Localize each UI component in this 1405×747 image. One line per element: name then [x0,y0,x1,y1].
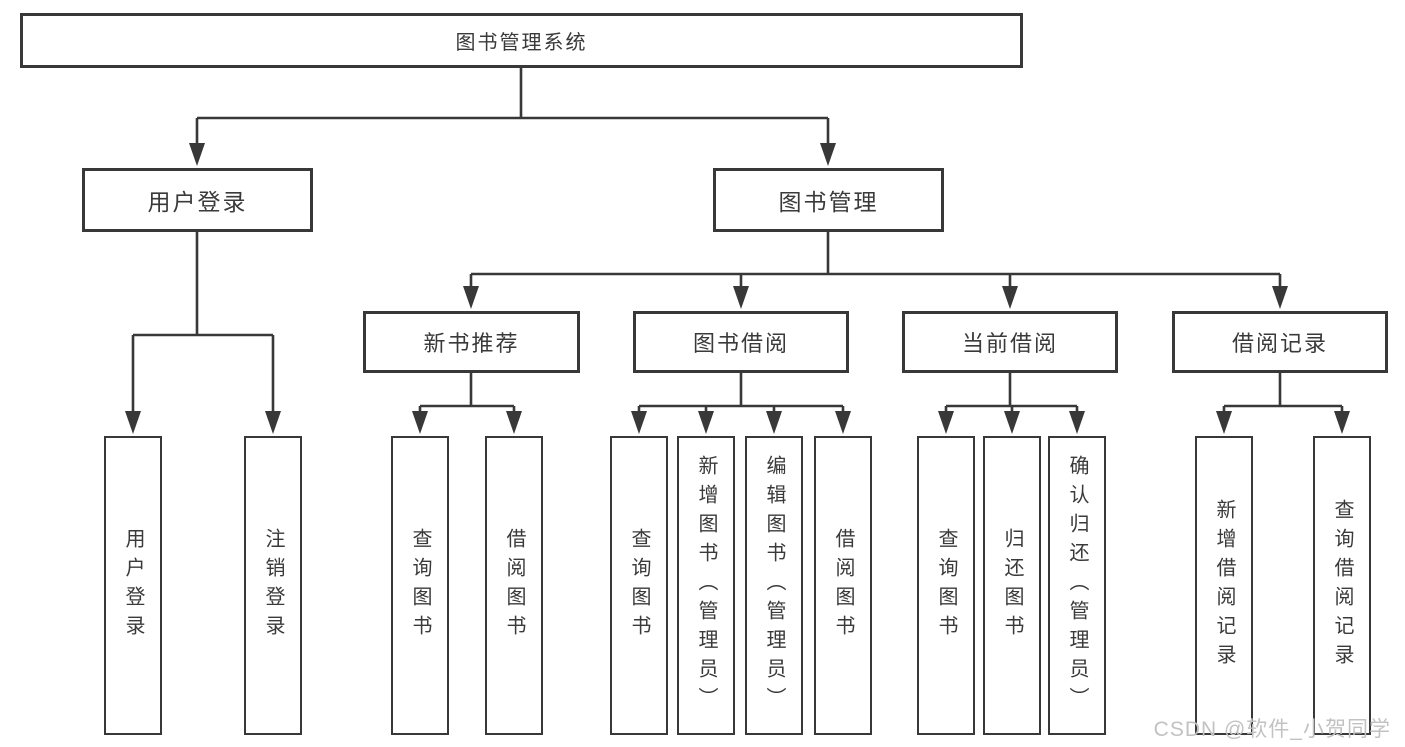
node-label: 图书管理 [778,189,879,215]
node-leaf-borrow-book-2: 借阅图书 [814,436,872,735]
node-leaf-add-record: 新增借阅记录 [1195,436,1253,735]
arrowhead-icon [938,411,954,434]
node-new-book-recommend: 新书推荐 [363,311,580,373]
node-leaf-query-book-2: 查询图书 [610,436,668,735]
arrowhead-icon [766,411,782,434]
arrowhead-icon [1004,411,1020,434]
node-label: 查询借阅记录 [1331,498,1353,673]
arrowhead-icon [835,411,851,434]
watermark: CSDN @软件_小贺同学 [1153,718,1391,741]
node-leaf-user-login: 用户登录 [104,436,162,735]
node-leaf-borrow-book-1: 借阅图书 [485,436,543,735]
connector-line [1222,373,1344,420]
arrowhead-icon [463,286,479,309]
node-book-management: 图书管理 [713,168,944,232]
node-leaf-return-book: 归还图书 [983,436,1041,735]
node-label: 用户登录 [122,527,144,644]
arrowhead-icon [820,143,836,166]
node-leaf-query-record: 查询借阅记录 [1313,436,1371,735]
arrowhead-icon [125,411,141,434]
node-label: 归还图书 [1001,527,1023,644]
node-leaf-add-book: 新增图书（管理员） [677,436,735,735]
node-label: 查询图书 [628,527,650,644]
node-leaf-edit-book: 编辑图书（管理员） [745,436,803,735]
node-user-login: 用户登录 [82,168,313,232]
node-leaf-confirm-return: 确认归还（管理员） [1048,436,1106,735]
connector-line [195,68,830,152]
node-label: 注销登录 [262,527,284,644]
arrowhead-icon [698,411,714,434]
node-leaf-query-book-3: 查询图书 [917,436,975,735]
node-label: 用户登录 [147,189,248,215]
connector-line [637,373,845,420]
node-label: 新增借阅记录 [1213,498,1235,673]
node-label: 借阅图书 [832,527,854,644]
arrowhead-icon [1002,286,1018,309]
node-label: 新增图书（管理员） [695,455,717,716]
node-label: 新书推荐 [423,331,520,356]
arrowhead-icon [265,411,281,434]
arrowhead-icon [506,411,522,434]
arrowhead-icon [1069,411,1085,434]
node-book-borrowing: 图书借阅 [633,311,849,373]
node-leaf-logout: 注销登录 [244,436,302,735]
arrowhead-icon [1272,286,1288,309]
arrowhead-icon [1334,411,1350,434]
arrowhead-icon [733,286,749,309]
node-label: 图书借阅 [692,331,789,356]
node-label: 图书管理系统 [455,32,588,54]
node-label: 确认归还（管理员） [1066,455,1088,716]
arrowhead-icon [631,411,647,434]
node-label: 借阅图书 [503,527,525,644]
node-current-borrowing: 当前借阅 [902,311,1118,373]
connector-line [418,373,516,420]
node-label: 查询图书 [935,527,957,644]
arrowhead-icon [1216,411,1232,434]
arrowhead-icon [412,411,428,434]
node-label: 编辑图书（管理员） [763,455,785,716]
connector-line [131,232,275,420]
node-leaf-query-book-1: 查询图书 [391,436,449,735]
node-label: 借阅记录 [1231,331,1328,356]
connector-line [469,232,1282,295]
arrowhead-icon [189,143,205,166]
node-root: 图书管理系统 [20,13,1023,68]
node-label: 当前借阅 [961,331,1058,356]
node-label: 查询图书 [409,527,431,644]
node-borrowing-records: 借阅记录 [1172,311,1388,373]
